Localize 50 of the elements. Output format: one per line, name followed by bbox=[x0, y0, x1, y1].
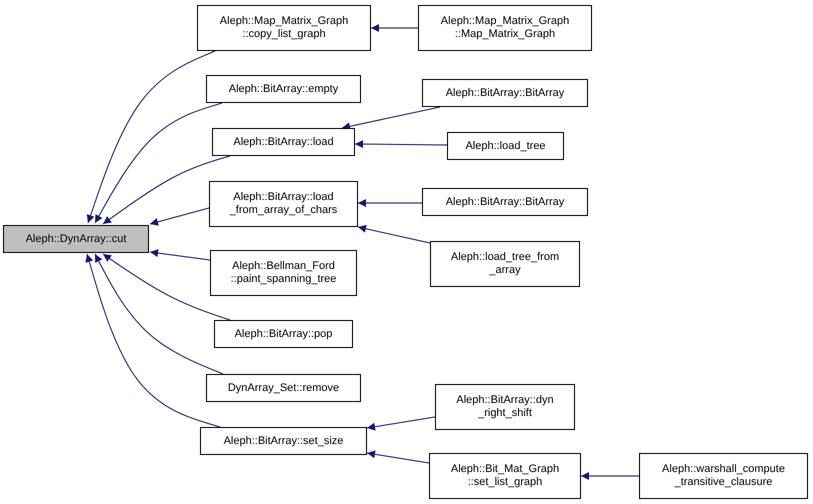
function-name: Aleph::BitArray::load _from_array_of_chars bbox=[228, 191, 338, 217]
function-box bbox=[200, 427, 367, 455]
function-box bbox=[422, 79, 588, 107]
function-name: Aleph::warshall_compute _transitive_clausure bbox=[661, 463, 786, 489]
function-name: Aleph::DynArray::cut bbox=[26, 232, 126, 246]
function-box bbox=[639, 453, 808, 499]
function-box bbox=[206, 374, 361, 402]
arrow bbox=[366, 450, 430, 464]
function-name: Aleph::BitArray::dyn _right_shift bbox=[455, 394, 555, 420]
arrow bbox=[94, 102, 222, 224]
arrow bbox=[94, 254, 224, 374]
function-box bbox=[197, 5, 371, 51]
highlighted-function-box bbox=[3, 225, 149, 253]
arrow bbox=[354, 140, 448, 148]
arrow bbox=[102, 254, 230, 320]
function-name: Aleph::Map_Matrix_Graph ::Map_Matrix_Graph bbox=[440, 15, 570, 41]
function-box bbox=[447, 132, 564, 160]
function-box bbox=[209, 181, 358, 227]
function-name: Aleph::BitArray::pop bbox=[234, 328, 332, 340]
function-name: Aleph::Bit_Mat_Graph ::set_list_graph bbox=[450, 463, 560, 489]
arrow bbox=[366, 416, 436, 431]
arrow bbox=[370, 24, 418, 32]
function-name: Aleph::Map_Matrix_Graph ::copy_list_graph bbox=[218, 15, 350, 41]
function-box bbox=[422, 188, 588, 216]
arrow bbox=[150, 249, 210, 260]
function-name: DynArray_Set::remove bbox=[228, 382, 340, 394]
function-box bbox=[435, 384, 575, 430]
function-box bbox=[418, 5, 592, 51]
function-box bbox=[430, 241, 580, 287]
function-name: Aleph::BitArray::BitArray bbox=[446, 196, 564, 208]
function-box bbox=[206, 75, 361, 103]
arrow bbox=[580, 472, 640, 480]
function-box bbox=[212, 128, 355, 156]
arrow bbox=[342, 106, 440, 130]
function-box bbox=[214, 320, 353, 348]
arrow bbox=[150, 208, 210, 226]
arrow bbox=[102, 156, 230, 224]
function-name: Aleph::load_tree bbox=[465, 140, 546, 152]
arrow bbox=[358, 199, 422, 207]
function-box bbox=[429, 453, 581, 499]
arrow bbox=[358, 224, 430, 244]
function-name: Aleph::load_tree_from _array bbox=[450, 251, 560, 277]
arrow bbox=[85, 254, 220, 428]
function-name: Aleph::BitArray::set_size bbox=[224, 434, 344, 448]
function-name: Aleph::BitArray::empty bbox=[228, 82, 338, 96]
function-name: Aleph::Bellman_Ford ::paint_spanning_tree bbox=[230, 260, 338, 286]
function-box bbox=[210, 250, 357, 296]
function-name: Aleph::BitArray::BitArray bbox=[446, 86, 564, 100]
function-name: Aleph::BitArray::load bbox=[233, 136, 334, 148]
arrow bbox=[86, 50, 216, 224]
